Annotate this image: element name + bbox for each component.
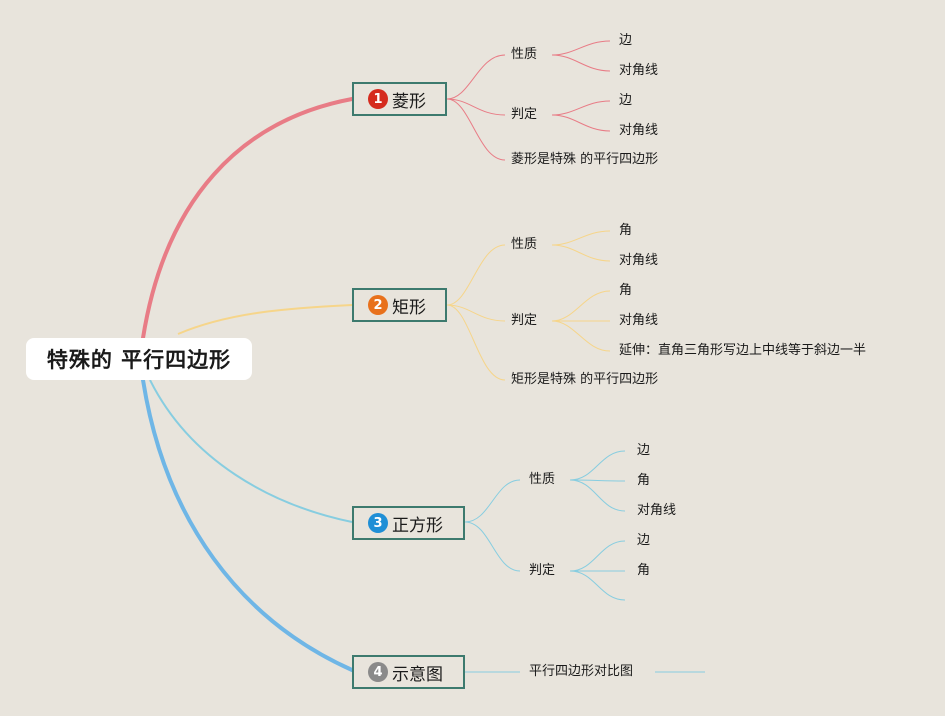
topic-square-label: 正方形 — [392, 515, 443, 536]
branch-line-4 — [141, 378, 354, 672]
leaf-square-criteria-angle[interactable]: 角 — [637, 563, 651, 578]
topic-rectangle-label: 矩形 — [392, 297, 426, 318]
leaf-rectangle-property-diagonal[interactable]: 对角线 — [619, 253, 659, 268]
topic-rectangle[interactable]: 2 矩形 — [352, 288, 447, 322]
leaf-square-property-side[interactable]: 边 — [637, 443, 651, 458]
branch-3-sublines — [464, 450, 626, 601]
topic-square[interactable]: 3 正方形 — [352, 506, 465, 540]
leaf-rectangle-criteria-extension[interactable]: 延伸：直角三角形写边上中线等于斜边一半 — [619, 343, 867, 358]
topic-diagram[interactable]: 4 示意图 — [352, 655, 465, 689]
branch-line-3 — [149, 379, 353, 523]
branch-line-1 — [141, 97, 354, 340]
priority-2-icon: 2 — [368, 295, 388, 315]
leaf-rhombus-property-side[interactable]: 边 — [619, 33, 633, 48]
topic-rhombus[interactable]: 1 菱形 — [352, 82, 447, 116]
branch-1-sublines — [446, 40, 611, 161]
leaf-rhombus-criteria-diagonal[interactable]: 对角线 — [619, 123, 659, 138]
priority-3-icon: 3 — [368, 513, 388, 533]
topic-rhombus-label: 菱形 — [392, 91, 426, 112]
leaf-square-property-angle[interactable]: 角 — [637, 473, 651, 488]
subtopic-rectangle-property[interactable]: 性质 — [511, 237, 538, 252]
subtopic-square-property[interactable]: 性质 — [529, 472, 556, 487]
leaf-rectangle-property-angle[interactable]: 角 — [619, 223, 633, 238]
leaf-rhombus-criteria-side[interactable]: 边 — [619, 93, 633, 108]
leaf-rhombus-property-diagonal[interactable]: 对角线 — [619, 63, 659, 78]
priority-4-icon: 4 — [368, 662, 388, 682]
leaf-rectangle-criteria-angle[interactable]: 角 — [619, 283, 633, 298]
subtopic-rectangle-note[interactable]: 矩形是特殊 的平行四边形 — [511, 372, 659, 387]
leaf-square-property-diagonal[interactable]: 对角线 — [637, 503, 677, 518]
branch-line-2 — [177, 304, 353, 335]
priority-1-icon: 1 — [368, 89, 388, 109]
subtopic-square-criteria[interactable]: 判定 — [529, 563, 556, 578]
branch-2-sublines — [446, 230, 611, 381]
leaf-square-criteria-side[interactable]: 边 — [637, 533, 651, 548]
subtopic-diagram-note[interactable]: 平行四边形对比图 — [529, 664, 634, 679]
leaf-rectangle-criteria-diagonal[interactable]: 对角线 — [619, 313, 659, 328]
subtopic-rhombus-criteria[interactable]: 判定 — [511, 107, 538, 122]
subtopic-rectangle-criteria[interactable]: 判定 — [511, 313, 538, 328]
topic-diagram-label: 示意图 — [392, 664, 443, 685]
subtopic-rhombus-note[interactable]: 菱形是特殊 的平行四边形 — [511, 152, 659, 167]
root-topic[interactable]: 特殊的 平行四边形 — [26, 338, 252, 380]
root-topic-label: 特殊的 平行四边形 — [46, 348, 232, 372]
subtopic-rhombus-property[interactable]: 性质 — [511, 47, 538, 62]
